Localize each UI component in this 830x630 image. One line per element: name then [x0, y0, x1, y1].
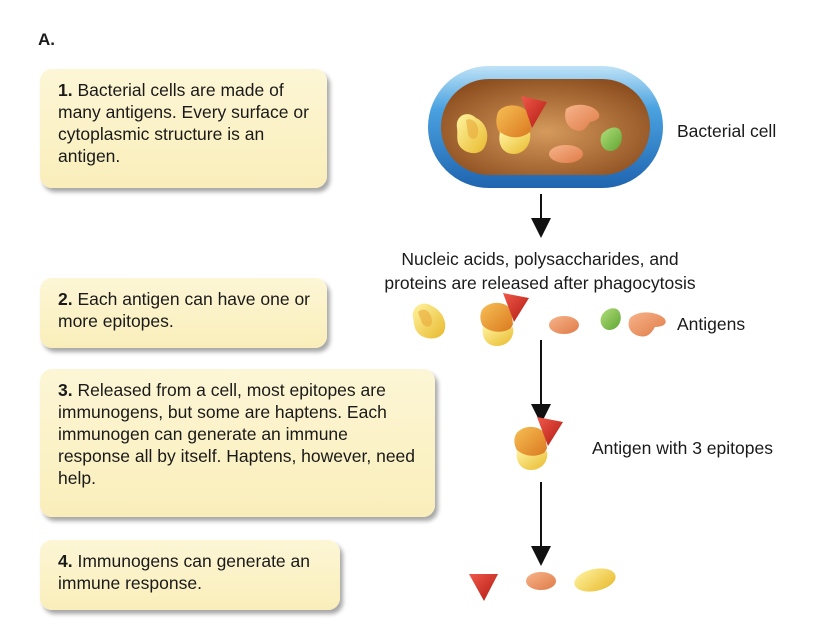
cell-cytoplasm	[441, 79, 650, 175]
salmon-epitope	[526, 572, 556, 590]
step-1-text: Bacterial cells are made of many antigen…	[58, 80, 309, 166]
bacterial-cell-label: Bacterial cell	[677, 121, 777, 141]
bacterial-cell-illustration	[428, 66, 663, 188]
released-antigens	[412, 293, 666, 346]
cell-salmon-antigen	[565, 104, 600, 131]
antigens-label: Antigens	[677, 314, 746, 334]
released-green-antigen	[600, 308, 621, 330]
antigen-epitopes-label: Antigen with 3 epitopes	[592, 438, 773, 458]
panel-label: A.	[38, 30, 55, 49]
released-molecules-label: Nucleic acids, polysaccharides, and prot…	[350, 247, 730, 295]
step-2-text: Each antigen can have one or more epitop…	[58, 289, 311, 331]
step-2-box: 2. Each antigen can have one or more epi…	[40, 278, 327, 348]
yellow-epitope	[574, 568, 616, 592]
released-line-1: Nucleic acids, polysaccharides, and	[401, 249, 679, 269]
step-2-number: 2.	[58, 289, 78, 309]
released-salmon-antigen	[628, 312, 666, 337]
step-1-number: 1.	[58, 80, 78, 100]
three-epitope-antigen	[514, 417, 563, 470]
step-3-text: Released from a cell, most epitopes are …	[58, 380, 416, 488]
released-epitope-antigen	[480, 293, 529, 346]
red-epitope	[469, 574, 498, 601]
separated-epitopes	[469, 568, 616, 601]
released-line-2: proteins are released after phagocytosis	[384, 273, 696, 293]
cell-oval-antigen	[549, 145, 583, 163]
step-4-box: 4. Immunogens can generate an immune res…	[40, 540, 340, 610]
cell-green-antigen	[600, 127, 622, 151]
step-4-text: Immunogens can generate an immune respon…	[58, 551, 310, 593]
cell-yellow-antigen	[456, 114, 488, 154]
cell-epitope-antigen	[496, 96, 547, 154]
step-3-box: 3. Released from a cell, most epitopes a…	[40, 369, 435, 517]
released-yellow-antigen	[412, 303, 446, 339]
released-oval-antigen	[549, 316, 579, 334]
step-3-number: 3.	[58, 380, 78, 400]
step-4-number: 4.	[58, 551, 78, 571]
step-1-box: 1. Bacterial cells are made of many anti…	[40, 69, 327, 188]
